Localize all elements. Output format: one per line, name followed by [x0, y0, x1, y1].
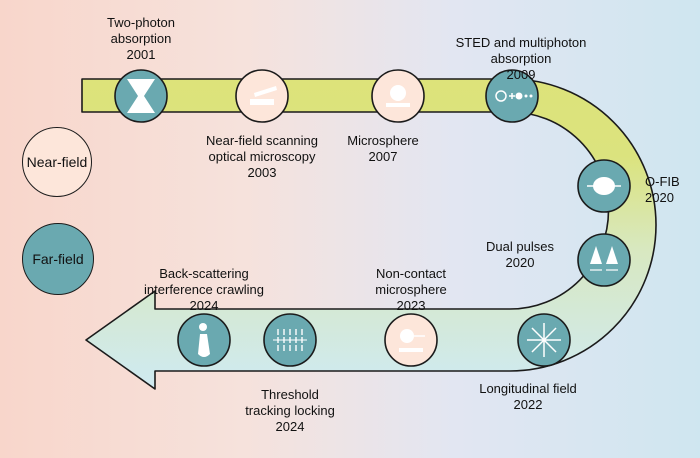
milestone-sted [485, 69, 539, 123]
dual-pulse-icon [590, 246, 618, 271]
milestone-threshold-tracking [263, 313, 317, 367]
milestone-dual-pulses [577, 233, 631, 287]
label-o-fib: O-FIB 2020 [645, 174, 680, 205]
milestone-layer [114, 69, 631, 367]
milestone-non-contact-microsphere [384, 313, 438, 367]
label-non-contact-microsphere: Non-contact microsphere 2023 [375, 266, 447, 313]
milestone-two-photon [114, 69, 168, 123]
label-back-scattering: Back-scattering interference crawling 20… [144, 266, 264, 313]
legend-near-field: Near-field [22, 127, 92, 197]
back-scattering-icon [198, 323, 210, 357]
milestone-o-fib [577, 159, 631, 213]
noncontact-microsphere-icon [399, 329, 425, 352]
ofib-icon [587, 177, 621, 195]
legend-far-field-label: Far-field [32, 251, 84, 267]
milestone-circle-dual-pulses [577, 233, 631, 287]
sted-icon [495, 90, 533, 102]
milestone-longitudinal-field [517, 313, 571, 367]
hourglass-icon [127, 79, 155, 113]
label-sted: STED and multiphoton absorption 2009 [455, 35, 587, 82]
label-microsphere: Microsphere 2007 [347, 133, 419, 164]
legend-near-field-label: Near-field [26, 154, 88, 170]
legend-far-field: Far-field [22, 223, 94, 295]
longitudinal-field-icon [527, 323, 561, 357]
label-near-field-scanning: Near-field scanning optical microscopy 2… [205, 133, 319, 180]
label-threshold-tracking: Threshold tracking locking 2024 [245, 387, 335, 434]
label-dual-pulses: Dual pulses 2020 [486, 239, 554, 270]
threshold-icon [273, 329, 307, 351]
probe-icon [250, 86, 277, 105]
milestone-circle-near-field-scanning [235, 69, 289, 123]
milestone-back-scattering [177, 313, 231, 367]
label-longitudinal-field: Longitudinal field 2022 [479, 381, 577, 412]
label-two-photon: Two-photon absorption 2001 [107, 15, 175, 62]
milestone-microsphere [371, 69, 425, 123]
microsphere-icon [386, 85, 410, 107]
milestone-near-field-scanning [235, 69, 289, 123]
